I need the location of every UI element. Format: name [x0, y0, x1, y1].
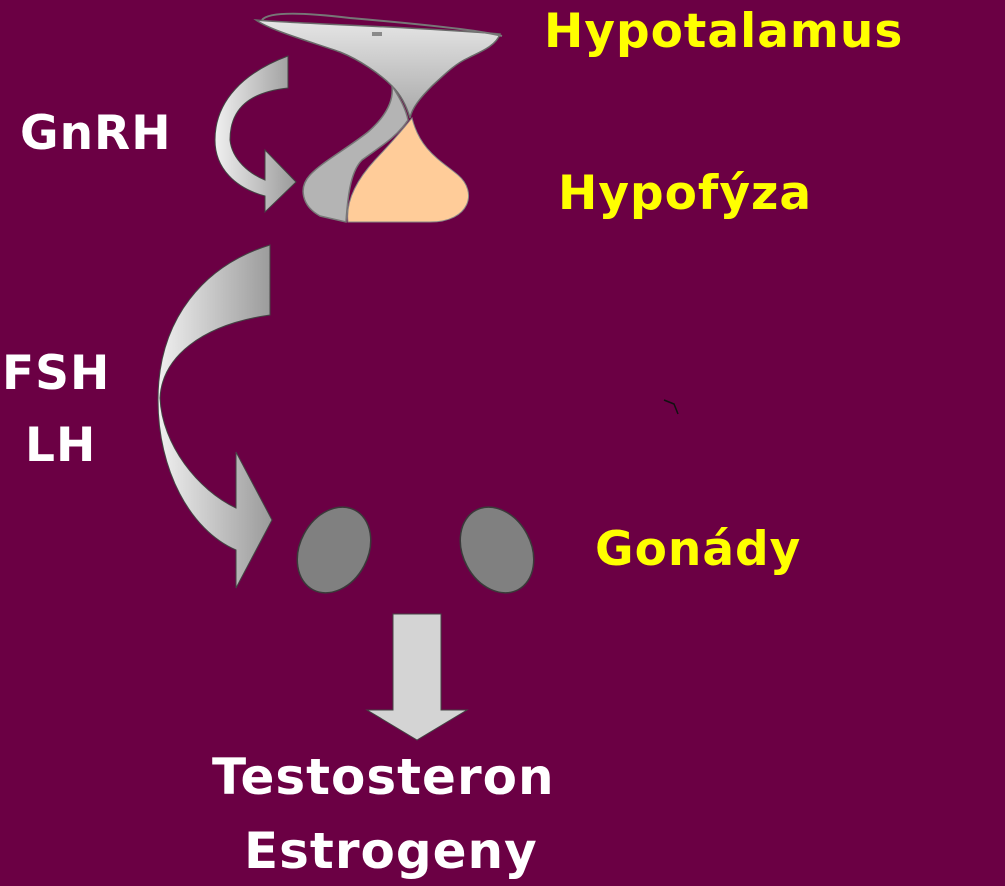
stray-mark	[664, 400, 678, 414]
gland-illustration	[256, 14, 502, 222]
hypothalamus-mark	[372, 32, 382, 36]
label-gonads: Gonády	[595, 526, 801, 573]
gonad-right	[446, 494, 548, 605]
label-fsh: FSH	[2, 350, 110, 397]
gnrh-arrow	[215, 56, 296, 212]
label-lh: LH	[25, 422, 96, 469]
gonad-left	[283, 494, 385, 605]
label-estrogens: Estrogeny	[244, 826, 538, 876]
hormone-output-arrow	[367, 614, 467, 740]
label-testosterone: Testosteron	[212, 752, 555, 802]
label-gnrh: GnRH	[20, 110, 172, 157]
label-hypothalamus: Hypotalamus	[544, 8, 903, 55]
label-pituitary: Hypofýza	[558, 170, 812, 217]
fsh-lh-arrow	[158, 245, 272, 588]
